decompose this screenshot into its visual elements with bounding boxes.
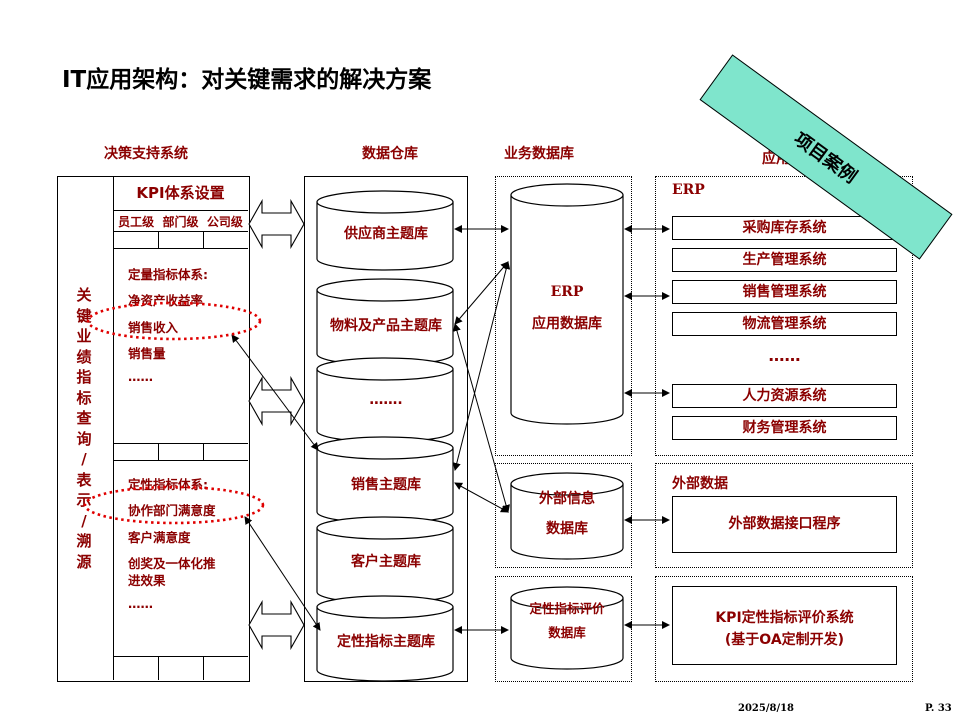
external-data-label: 外部数据 — [672, 476, 728, 492]
qual-item: 进效果 — [128, 573, 166, 588]
quant-item-highlighted: 销售收入 — [128, 320, 179, 335]
quant-item: 销售量 — [128, 346, 166, 361]
external-data-panel — [655, 463, 913, 568]
kpi-system-header: KPI体系设置 — [136, 184, 225, 202]
divider — [113, 656, 248, 657]
cylinder-external-db — [510, 472, 624, 560]
theme-qualitative: 定性指标主题库 — [337, 634, 435, 650]
divider — [113, 248, 248, 249]
kpi-qual-line2: (基于OA定制开发) — [724, 632, 845, 648]
section-data-warehouse: 数据仓库 — [362, 146, 418, 162]
erp-system-hr: 人力资源系统 — [672, 384, 897, 408]
erp-db-line2: 应用数据库 — [532, 316, 602, 332]
qual-item: 客户满意度 — [128, 530, 191, 545]
external-db-panel — [495, 463, 632, 568]
cylinder-qualitative — [316, 595, 454, 682]
kpi-levels: 员工级 部门级 公司级 — [114, 213, 247, 230]
cylinder-qual-db — [510, 586, 624, 670]
erp-system-finance: 财务管理系统 — [672, 416, 897, 440]
qual-item: 创奖及一体化推 — [128, 556, 216, 571]
cylinder-sales — [316, 436, 454, 524]
kpi-qual-line1: KPI定性指标评价系统 — [715, 610, 854, 626]
erp-system-logistics: 物流管理系统 — [672, 312, 897, 336]
kpi-qual-eval-system: KPI定性指标评价系统 (基于OA定制开发) — [672, 586, 897, 665]
level-company: 公司级 — [206, 215, 243, 229]
qual-db-line2: 数据库 — [548, 625, 586, 640]
divider — [203, 656, 204, 680]
section-business-db: 业务数据库 — [504, 146, 574, 162]
external-db-label: 外部信息 数据库 — [511, 484, 623, 544]
theme-supplier: 供应商主题库 — [344, 226, 428, 242]
divider — [113, 460, 248, 461]
erp-system-sales: 销售管理系统 — [672, 280, 897, 304]
footer-date: 2025/8/18 — [738, 703, 795, 714]
highlight-coop-satisfaction — [83, 485, 265, 525]
erp-system-more: …… — [768, 346, 801, 365]
erp-system-panel — [655, 176, 913, 456]
section-decision-support: 决策支持系统 — [104, 146, 188, 162]
external-db-line2: 数据库 — [546, 521, 588, 537]
divider — [113, 210, 248, 211]
cylinder-customer — [316, 516, 454, 604]
highlight-sales-revenue — [86, 301, 262, 341]
quant-title: 定量指标体系: — [128, 267, 208, 282]
theme-customer: 客户主题库 — [351, 554, 421, 570]
level-employee: 员工级 — [118, 215, 155, 229]
qual-item-highlighted: 协作部门满意度 — [128, 503, 216, 518]
divider — [158, 656, 159, 680]
block-arrow-top — [248, 198, 305, 250]
block-arrow-bottom — [248, 599, 305, 651]
qual-item: …… — [128, 596, 153, 611]
theme-more: ……. — [369, 392, 403, 408]
theme-material-product: 物料及产品主题库 — [330, 318, 442, 334]
erp-system-production: 生产管理系统 — [672, 248, 897, 272]
erp-db-label: ERP 应用数据库 — [511, 276, 623, 340]
divider — [203, 443, 204, 460]
cylinder-material-product — [316, 278, 454, 366]
footer-page: P. 33 — [925, 703, 952, 714]
divider — [113, 443, 248, 444]
erp-label: ERP — [672, 182, 705, 198]
divider — [203, 231, 204, 248]
level-department: 部门级 — [162, 215, 199, 229]
divider — [158, 231, 159, 248]
qual-db-line1: 定性指标评价 — [529, 601, 605, 616]
qual-db-label: 定性指标评价 数据库 — [511, 597, 623, 645]
cylinder-supplier — [316, 190, 454, 271]
external-interface-program: 外部数据接口程序 — [672, 496, 897, 553]
external-db-line1: 外部信息 — [539, 491, 595, 507]
divider — [158, 443, 159, 460]
decision-support-panel — [57, 176, 250, 682]
divider — [113, 231, 248, 232]
vertical-kpi-label: 关 键 业 绩 指 标 查 询 / 表 示 / 溯 源 — [76, 286, 92, 571]
block-arrow-middle — [248, 375, 305, 427]
quant-item: …… — [128, 369, 153, 384]
kpi-system-panel — [655, 576, 913, 682]
panel-divider — [113, 176, 114, 680]
theme-sales: 销售主题库 — [351, 477, 421, 493]
erp-db-line1: ERP — [550, 284, 584, 300]
page-title: IT应用架构：对关键需求的解决方案 — [62, 67, 432, 93]
cylinder-erp-db — [510, 183, 624, 425]
erp-system-procurement: 采购库存系统 — [672, 216, 897, 240]
